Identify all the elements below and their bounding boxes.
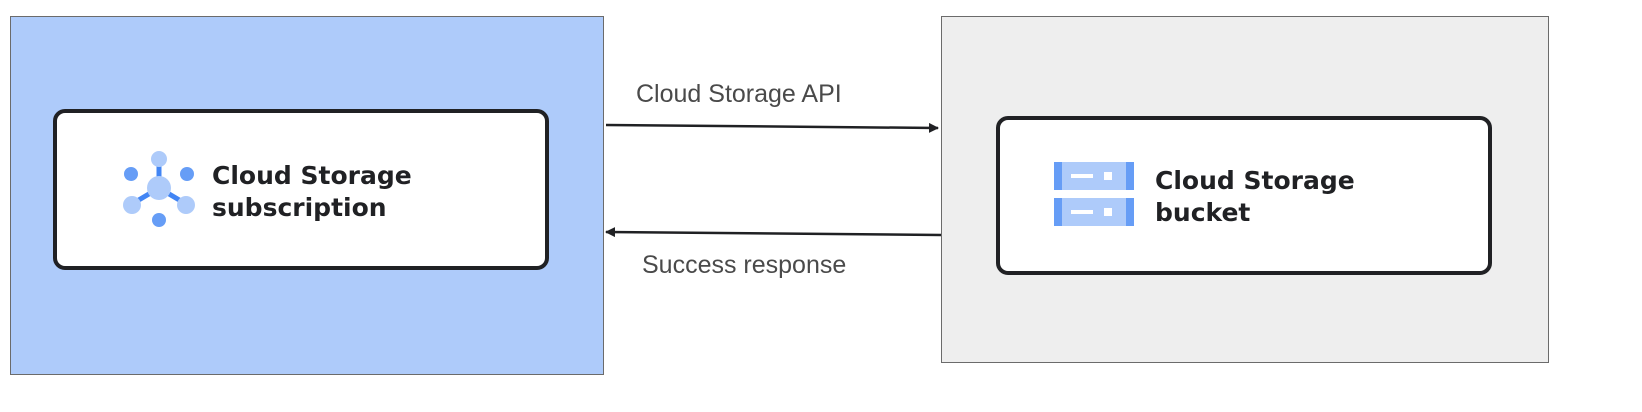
bucket-title: Cloud Storage bucket — [1155, 165, 1355, 229]
success-response-label: Success response — [642, 251, 847, 279]
title-line: Cloud Storage — [212, 161, 412, 190]
storage-bucket-icon — [1054, 162, 1134, 226]
title-line: bucket — [1155, 198, 1251, 227]
subscription-node[interactable] — [53, 109, 549, 270]
title-line: Cloud Storage — [1155, 166, 1355, 195]
bucket-node[interactable] — [996, 116, 1492, 275]
api-request-arrow — [605, 122, 939, 133]
subscription-title: Cloud Storage subscription — [212, 160, 412, 224]
success-response-arrow — [605, 227, 942, 238]
pubsub-icon — [123, 151, 195, 227]
api-request-label: Cloud Storage API — [636, 80, 842, 108]
title-line: subscription — [212, 193, 387, 222]
